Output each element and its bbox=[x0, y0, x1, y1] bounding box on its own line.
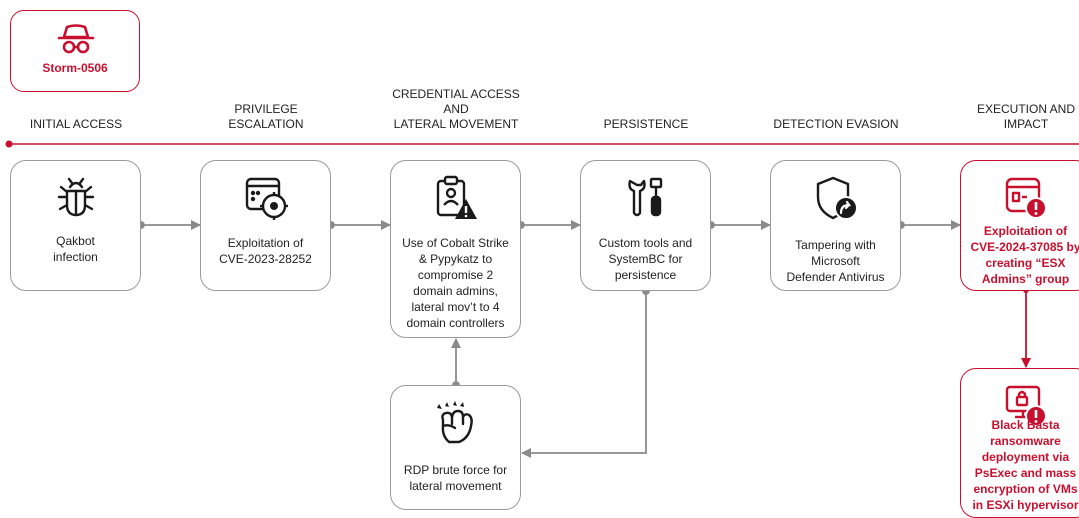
stage-initial-access: INITIAL ACCESS bbox=[29, 117, 123, 131]
step-text: Custom tools and SystemBC for persistenc… bbox=[598, 236, 693, 282]
browser-alert-icon bbox=[1005, 177, 1047, 219]
shield-arrow-icon bbox=[816, 176, 858, 220]
bug-icon bbox=[57, 177, 94, 217]
step-text: Use of Cobalt Strike & Pypykatz to compr… bbox=[402, 236, 509, 330]
step-custom-tools: Custom tools and SystemBC for persistenc… bbox=[580, 160, 711, 291]
stage-credential-access: CREDENTIAL ACCESS AND LATERAL MOVEMENT bbox=[392, 87, 520, 131]
step-rdp-brute-force: RDP brute force for lateral movement bbox=[390, 385, 521, 510]
fist-icon bbox=[436, 401, 473, 444]
monitor-lock-icon bbox=[1005, 385, 1047, 427]
stage-privilege-escalation: PRIVILEGE ESCALATION bbox=[228, 102, 304, 131]
threat-actor-card: Storm-0506 bbox=[10, 10, 140, 92]
step-esx-exploit: Exploitation of CVE-2024-37085 by creati… bbox=[960, 160, 1079, 291]
step-cobalt-strike: Use of Cobalt Strike & Pypykatz to compr… bbox=[390, 160, 521, 338]
hacker-icon bbox=[57, 24, 95, 54]
step-black-basta: Black Basta ransomware deployment via Ps… bbox=[960, 368, 1079, 518]
step-text: Black Basta ransomware deployment via Ps… bbox=[972, 418, 1079, 512]
step-qakbot: Qakbot infection bbox=[10, 160, 141, 291]
stage-execution-impact: EXECUTION AND IMPACT bbox=[976, 102, 1075, 131]
step-text: Qakbot infection bbox=[53, 234, 98, 264]
step-tampering: Tampering with Microsoft Defender Antivi… bbox=[770, 160, 901, 291]
tools-icon bbox=[627, 177, 662, 217]
clipboard-warning-icon bbox=[436, 175, 477, 219]
step-text: Exploitation of CVE-2024-37085 by creati… bbox=[970, 224, 1079, 286]
timeline-start-dot bbox=[5, 140, 13, 148]
stage-persistence: PERSISTENCE bbox=[603, 117, 689, 131]
actor-name: Storm-0506 bbox=[42, 61, 108, 75]
step-text: Exploitation of CVE-2023-28252 bbox=[219, 236, 312, 266]
arrow-tools-to-rdp bbox=[521, 291, 647, 458]
step-text: RDP brute force for lateral movement bbox=[403, 463, 508, 493]
browser-target-icon bbox=[245, 177, 288, 220]
stage-detection-evasion: DETECTION EVASION bbox=[773, 117, 899, 131]
step-cve-2023: Exploitation of CVE-2023-28252 bbox=[200, 160, 331, 291]
step-text: Tampering with Microsoft Defender Antivi… bbox=[786, 238, 885, 284]
